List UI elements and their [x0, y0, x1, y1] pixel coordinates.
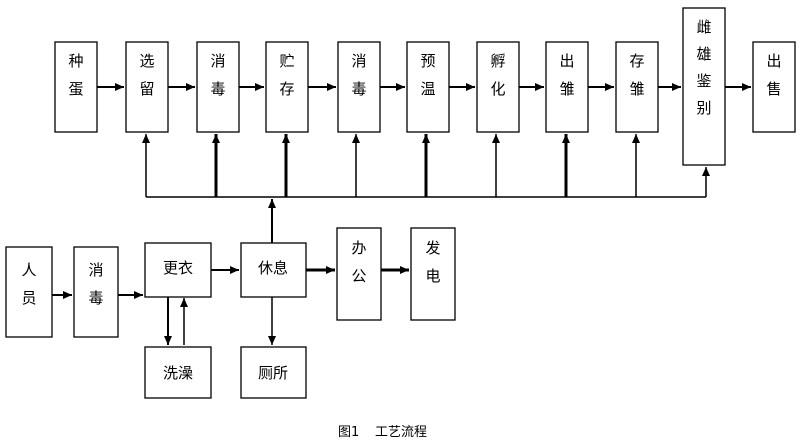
svg-text:毒: 毒 — [88, 289, 103, 307]
svg-text:消: 消 — [88, 261, 103, 279]
svg-text:贮: 贮 — [279, 52, 294, 70]
personnel-arrows — [52, 266, 409, 345]
process-box-xiaodu-1: 消 毒 — [196, 41, 240, 133]
toilet-box: 厕所 — [240, 346, 307, 399]
svg-text:发: 发 — [425, 239, 440, 257]
svg-text:人: 人 — [21, 261, 36, 279]
process-box-zhongdan: 种 蛋 — [54, 41, 98, 133]
figure-caption: 工艺流程 — [375, 425, 427, 440]
power-box: 发 电 — [410, 227, 456, 321]
svg-text:种: 种 — [68, 52, 83, 70]
change-clothes-box: 更衣 — [144, 242, 212, 298]
svg-text:员: 员 — [21, 289, 36, 307]
svg-text:毒: 毒 — [351, 80, 366, 98]
svg-text:洗澡: 洗澡 — [163, 364, 193, 382]
bath-box: 洗澡 — [144, 346, 212, 399]
svg-text:孵: 孵 — [490, 52, 505, 70]
svg-text:售: 售 — [766, 80, 781, 98]
svg-text:毒: 毒 — [210, 80, 225, 98]
process-box-xiaodu-2: 消 毒 — [337, 41, 381, 133]
figure-number: 图1 — [338, 425, 359, 440]
svg-text:存: 存 — [279, 80, 294, 98]
svg-text:出: 出 — [766, 52, 781, 70]
svg-text:蛋: 蛋 — [68, 80, 83, 98]
svg-text:公: 公 — [351, 267, 366, 285]
svg-text:存: 存 — [629, 52, 644, 70]
process-box-fuhua: 孵 化 — [476, 41, 520, 133]
svg-text:办: 办 — [351, 239, 366, 257]
svg-text:电: 电 — [425, 267, 440, 285]
process-box-zhucun: 贮 存 — [265, 41, 309, 133]
svg-text:选: 选 — [139, 52, 154, 70]
office-box: 办 公 — [336, 227, 382, 321]
process-box-chushou: 出 售 — [752, 41, 796, 133]
svg-text:化: 化 — [490, 80, 505, 98]
svg-text:消: 消 — [351, 52, 366, 70]
process-box-cunchu: 存 雏 — [615, 41, 659, 133]
svg-text:雏: 雏 — [629, 80, 644, 98]
svg-text:雏: 雏 — [559, 80, 574, 98]
svg-text:雄: 雄 — [696, 45, 711, 63]
svg-text:更衣: 更衣 — [163, 259, 193, 277]
svg-text:厕所: 厕所 — [258, 364, 288, 382]
process-box-yuwen: 预 温 — [406, 41, 450, 133]
svg-text:温: 温 — [420, 80, 435, 98]
disinfect-box: 消 毒 — [73, 246, 119, 338]
process-box-xuanliu: 选 留 — [125, 41, 169, 133]
svg-text:消: 消 — [210, 52, 225, 70]
svg-text:留: 留 — [139, 80, 154, 98]
process-box-chuchu: 出 雏 — [545, 41, 589, 133]
svg-text:出: 出 — [559, 52, 574, 70]
distribution-bus — [142, 134, 710, 243]
process-box-sex-sorting: 雌 雄 鉴 别 — [682, 7, 726, 166]
svg-text:鉴: 鉴 — [696, 72, 711, 90]
svg-text:别: 别 — [696, 99, 711, 117]
rest-box: 休息 — [240, 242, 307, 298]
svg-text:预: 预 — [420, 52, 435, 70]
svg-text:雌: 雌 — [696, 18, 711, 36]
person-box: 人 员 — [5, 246, 53, 338]
svg-text:休息: 休息 — [258, 259, 288, 277]
